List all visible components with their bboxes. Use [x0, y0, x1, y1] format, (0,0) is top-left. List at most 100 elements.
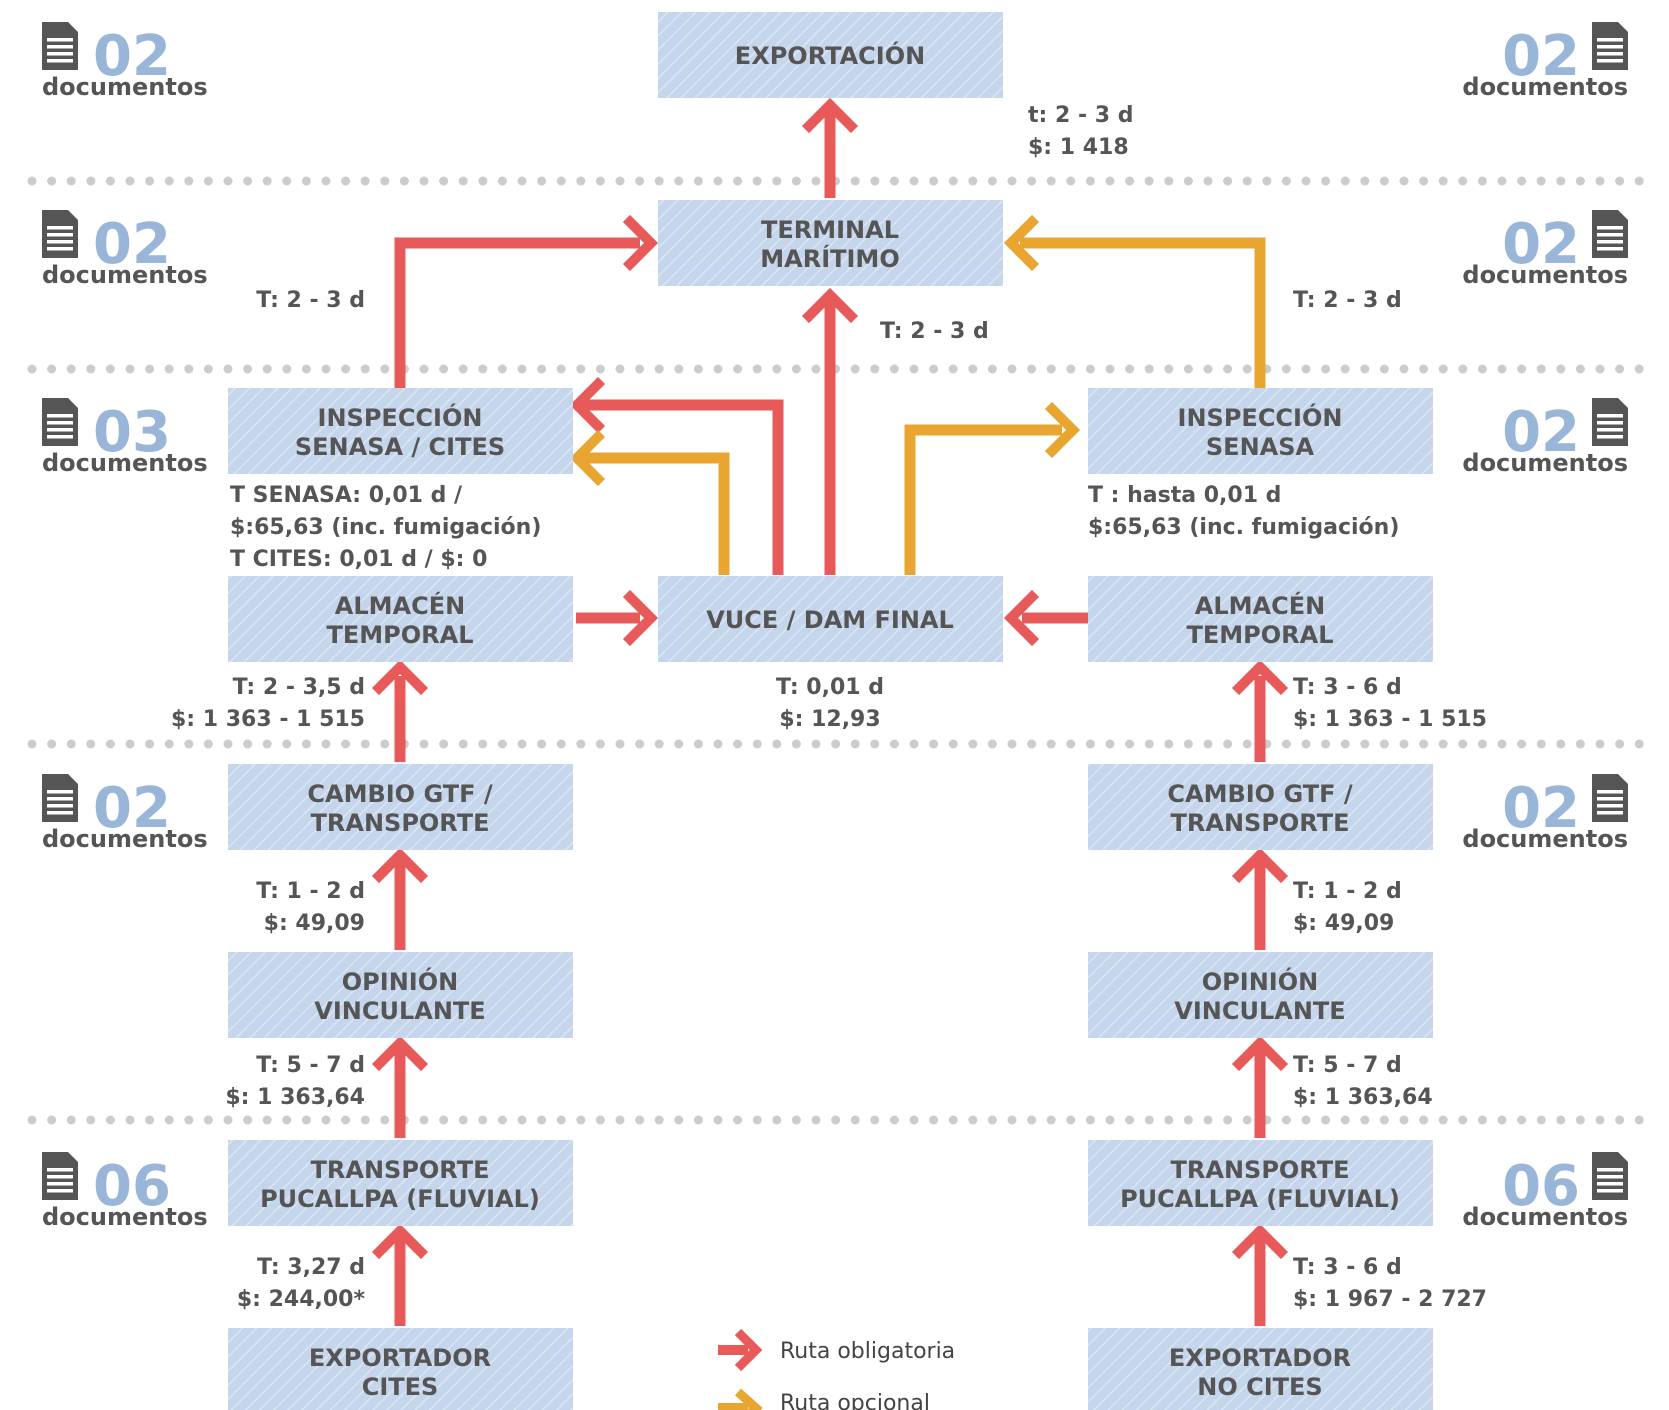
separator-dot [1144, 1115, 1154, 1125]
separator-dot [1242, 364, 1252, 374]
separator-dot [184, 364, 194, 374]
separator-dot [1615, 1115, 1625, 1125]
opinion-left-cost-label: $: 1 363,64 [225, 1085, 365, 1110]
head-up-opinion-right [1231, 1035, 1289, 1072]
separator-dot [674, 739, 684, 749]
separator-dot [517, 176, 527, 186]
separator-dot [1360, 1115, 1370, 1125]
separator-dot [713, 1115, 723, 1125]
svg-text:INSPECCIÓN: INSPECCIÓN [1178, 402, 1343, 432]
separator-dot [772, 176, 782, 186]
separator-dot [164, 176, 174, 186]
separator-dot [47, 739, 57, 749]
separator-dot [1438, 364, 1448, 374]
document-count: 03 [93, 400, 171, 465]
separator-dot [360, 176, 370, 186]
document-counters: 02documentos02documentos03documentos02do… [42, 22, 1628, 1231]
terminal-left-time-label: T: 2 - 3 d [256, 288, 365, 313]
separator-dot [1340, 1115, 1350, 1125]
box-almacen-temporal-right: ALMACÉN TEMPORAL [1088, 576, 1433, 662]
separator-dot [1634, 1115, 1644, 1125]
separator-dot [203, 739, 213, 749]
cites-time-label: T SENASA: 0,01 d / [230, 483, 463, 508]
document-icon [1592, 22, 1628, 70]
separator-dot [125, 176, 135, 186]
separator-dot [203, 176, 213, 186]
separator-dot [1046, 739, 1056, 749]
separator-dot [1027, 364, 1037, 374]
svg-text:VINCULANTE: VINCULANTE [314, 997, 485, 1025]
optional-routes [580, 237, 1266, 575]
separator-dot [1105, 176, 1115, 186]
separator-dot [1575, 364, 1585, 374]
separator-dot [184, 176, 194, 186]
separator-dot [1458, 1115, 1468, 1125]
separator-dot [1536, 364, 1546, 374]
document-icon [42, 22, 78, 70]
transp-left-time-label: T: 3,27 d [257, 1255, 365, 1280]
separator-dot [1556, 176, 1566, 186]
box-inspeccion-senasa-cites: INSPECCIÓN SENASA / CITES [228, 388, 573, 474]
separator-dot [1321, 176, 1331, 186]
document-count: 02 [1502, 776, 1580, 841]
head-up-opinion-left [371, 1035, 429, 1072]
box-exportador-cites: EXPORTADOR CITES [228, 1328, 573, 1410]
separator-dot [1340, 739, 1350, 749]
separator-dot [497, 176, 507, 186]
separator-dot [1046, 364, 1056, 374]
separator-dot [1419, 176, 1429, 186]
separator-dot [1321, 739, 1331, 749]
separator-dot [282, 364, 292, 374]
separator-dot [1556, 364, 1566, 374]
separator-dot [850, 364, 860, 374]
separator-dot [1497, 176, 1507, 186]
svg-text:OPINIÓN: OPINIÓN [342, 966, 458, 996]
separator-dot [321, 364, 331, 374]
separator-dot [1497, 1115, 1507, 1125]
separator-dot [262, 739, 272, 749]
document-count: 02 [93, 24, 171, 89]
separator-dot [105, 364, 115, 374]
separator-dot [1556, 1115, 1566, 1125]
mandatory-routes [394, 112, 1266, 1326]
separator-dot [752, 176, 762, 186]
separator-dot [615, 739, 625, 749]
separator-dot [831, 739, 841, 749]
separator-dot [811, 364, 821, 374]
cambio-right-time-label: T: 1 - 2 d [1293, 879, 1402, 904]
separator-dot [811, 1115, 821, 1125]
separator-dot [1360, 739, 1370, 749]
legend-mandatory-arrowhead [734, 1328, 763, 1372]
head-up-cambio-right [1231, 847, 1289, 884]
separator-dot [497, 739, 507, 749]
separator-dot [1575, 176, 1585, 186]
separator-dot [66, 739, 76, 749]
separator-dot [223, 739, 233, 749]
separator-dot [1517, 1115, 1527, 1125]
separator-dot [576, 1115, 586, 1125]
separator-dot [889, 1115, 899, 1125]
separator-dot [1595, 176, 1605, 186]
separator-dot [1595, 364, 1605, 374]
svg-text:OPINIÓN: OPINIÓN [1202, 966, 1318, 996]
opinion-right-time-label: T: 5 - 7 d [1293, 1053, 1402, 1078]
document-count-label: documentos [1462, 261, 1628, 289]
senasa-time-label: T : hasta 0,01 d [1088, 483, 1281, 508]
separator-dot [693, 739, 703, 749]
separator-dot [47, 176, 57, 186]
separator-dot [164, 1115, 174, 1125]
separator-dot [1007, 176, 1017, 186]
separator-dot [458, 364, 468, 374]
separator-dot [870, 1115, 880, 1125]
svg-text:ALMACÉN: ALMACÉN [335, 591, 465, 620]
opinion-left-time-label: T: 5 - 7 d [256, 1053, 365, 1078]
separator-dot [1223, 739, 1233, 749]
head-up-transp-left [371, 1223, 429, 1260]
cambio-left-time-label: T: 1 - 2 d [256, 879, 365, 904]
separator-dot [301, 176, 311, 186]
separator-dot [1164, 1115, 1174, 1125]
separator-dot [203, 1115, 213, 1125]
separator-dot [537, 739, 547, 749]
separator-dot [47, 364, 57, 374]
